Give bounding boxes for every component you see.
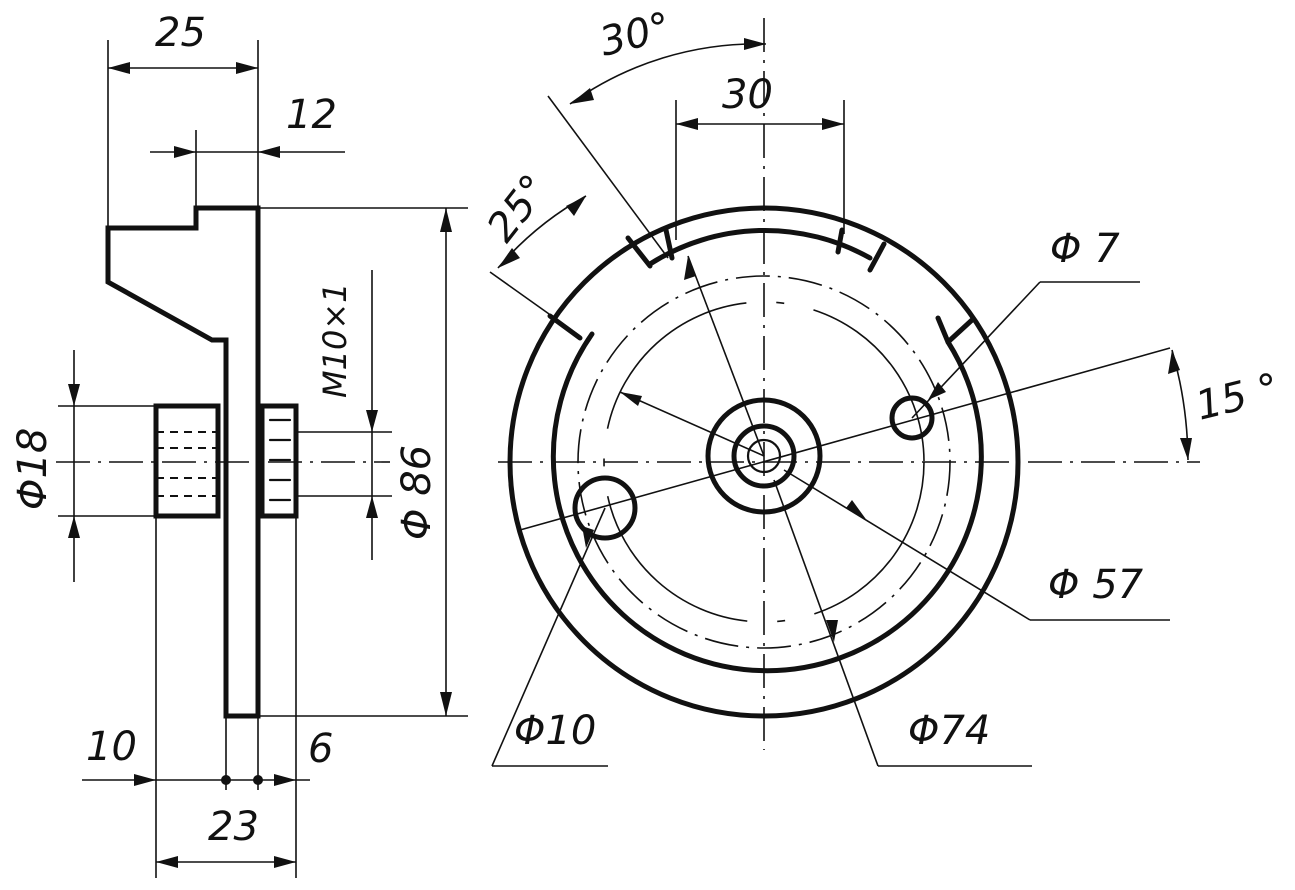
dim-m10x1: M10×1 <box>316 283 354 399</box>
dim-25: 25 <box>155 10 206 56</box>
pitch-circle <box>577 275 951 649</box>
dim-15deg: 15 ° <box>1191 365 1283 430</box>
side-profile-outline <box>105 205 261 719</box>
front-view: 30° 25° 30 Φ 7 15 ° Φ 57 <box>478 4 1284 767</box>
inner-rim-arc <box>550 331 984 674</box>
hub-outer <box>705 397 823 515</box>
inner-circle <box>603 301 925 623</box>
hole-phi7 <box>889 395 935 441</box>
outer-rim <box>507 205 1021 719</box>
dim-12: 12 <box>286 92 337 138</box>
dim-6: 6 <box>308 726 333 772</box>
hub-inner <box>731 423 797 489</box>
dim-10: 10 <box>86 724 137 770</box>
dim-phi18: Φ18 <box>10 428 56 510</box>
inner-rim-top-arc <box>647 227 873 267</box>
rim-slot-left <box>547 227 675 341</box>
hole-phi10 <box>572 475 638 541</box>
dim-phi10: Φ10 <box>514 708 596 754</box>
dim-phi57: Φ 57 <box>1048 562 1144 608</box>
dim-phi7: Φ 7 <box>1050 226 1120 272</box>
rim-slot-right <box>835 227 975 345</box>
nut <box>259 403 299 519</box>
dim-30deg: 30° <box>595 4 675 66</box>
hub-bore <box>746 438 782 474</box>
dim-slot-30: 30 <box>722 72 773 118</box>
dim-23: 23 <box>208 804 259 850</box>
dim-25deg: 25° <box>478 166 558 250</box>
dim-phi74: Φ74 <box>908 708 990 754</box>
side-view: 25 12 Φ 86 M10×1 Φ18 <box>10 10 468 878</box>
dim-phi86: Φ 86 <box>394 445 440 540</box>
nut-thread-marks <box>268 418 292 502</box>
hub-boss <box>153 403 221 519</box>
